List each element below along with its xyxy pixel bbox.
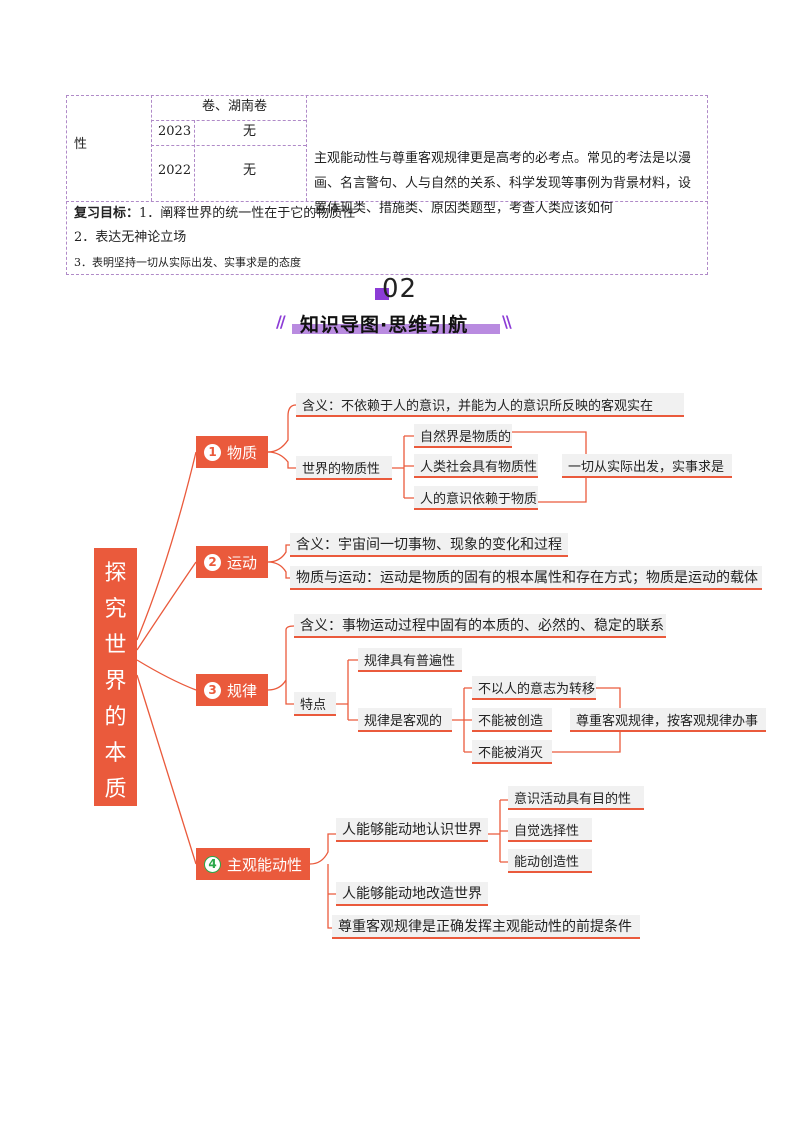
motion-meaning: 含义：宇宙间一切事物、现象的变化和过程 [290,533,568,557]
branch-law: 3 规律 [196,674,268,706]
table-divider [151,120,306,121]
table-divider [194,120,195,201]
initiative-item: 能动创造性 [508,849,592,873]
value-cell: 无 [243,163,257,178]
branch-label: 规律 [227,681,258,700]
objectivity-item: 不能被创造 [472,708,552,732]
initiative-item: 意识活动具有目的性 [508,786,644,810]
law-universality: 规律具有普遍性 [358,648,462,672]
initiative-item: 自觉选择性 [508,818,592,842]
review-goals-line1: 复习目标：1．阐释世界的统一性在于它的物质性 [74,205,355,223]
matter-motion-relation: 物质与运动：运动是物质的固有的根本属性和存在方式；物质是运动的载体 [290,566,762,590]
table-divider [151,95,152,201]
row-label: 性 [74,137,88,152]
branch-label: 物质 [227,443,258,462]
section-title: 知识导图·思维引航 [300,314,469,336]
table-border [66,95,708,275]
number-accent [375,288,389,300]
root-char: 探 [104,561,127,586]
know-world-actively: 人能够能动地认识世界 [336,818,488,842]
root-char: 的 [104,705,127,730]
mindmap-root: 探 究 世 界 的 本 质 [94,548,137,806]
branch-matter: 1 物质 [196,436,268,468]
table-divider [306,95,307,201]
table-divider [151,145,306,146]
transform-world-actively: 人能够能动地改造世界 [336,882,488,906]
goals-label: 复习目标： [74,206,140,221]
branch-number: 3 [204,681,221,699]
law-features: 特点 [294,692,336,716]
root-char: 本 [104,741,127,766]
branch-number: 1 [204,443,221,461]
branch-number: 4 [204,855,221,873]
goal-item: 1．阐释世界的统一性在于它的物质性 [139,206,356,221]
law-meaning: 含义：事物运动过程中固有的本质的、必然的、稳定的联系 [294,614,666,638]
materiality-item: 自然界是物质的 [414,424,512,448]
materiality-item: 人类社会具有物质性 [414,454,538,478]
branch-initiative: 4 主观能动性 [196,848,310,880]
table-divider [66,201,708,202]
root-char: 世 [104,633,127,658]
branch-motion: 2 运动 [196,546,268,578]
value-cell: 无 [243,124,257,139]
world-materiality: 世界的物质性 [296,456,392,480]
year-cell: 2023 [158,124,192,139]
stripes-left-icon: // [276,312,286,331]
branch-label: 运动 [227,553,258,572]
branch-number: 2 [204,553,221,571]
root-char: 界 [104,669,127,694]
matter-conclusion: 一切从实际出发，实事求是 [562,454,732,478]
law-conclusion: 尊重客观规律，按客观规律办事 [570,708,766,732]
year-cell: 2022 [158,163,192,178]
matter-meaning: 含义：不依赖于人的意识，并能为人的意识所反映的客观实在 [296,393,684,417]
objectivity-item: 不以人的意志为转移 [472,676,596,700]
section-number: 02 [382,274,418,304]
objectivity-item: 不能被消灭 [472,740,552,764]
cont-text: 卷、湖南卷 [202,99,268,114]
title-underline [292,324,500,334]
law-objectivity: 规律是客观的 [358,708,452,732]
exam-note: 主观能动性与尊重客观规律更是高考的必考点。常见的考法是以漫画、名言警句、人与自然… [314,151,692,216]
materiality-item: 人的意识依赖于物质 [414,486,538,510]
branch-label: 主观能动性 [226,855,302,874]
initiative-precondition: 尊重客观规律是正确发挥主观能动性的前提条件 [332,915,640,939]
root-char: 究 [104,597,127,622]
root-char: 质 [104,777,127,802]
goal-item: 2．表达无神论立场 [74,230,187,245]
stripes-right-icon: \\ [502,312,512,331]
goal-item: 3．表明坚持一切从实际出发、实事求是的态度 [74,256,301,269]
